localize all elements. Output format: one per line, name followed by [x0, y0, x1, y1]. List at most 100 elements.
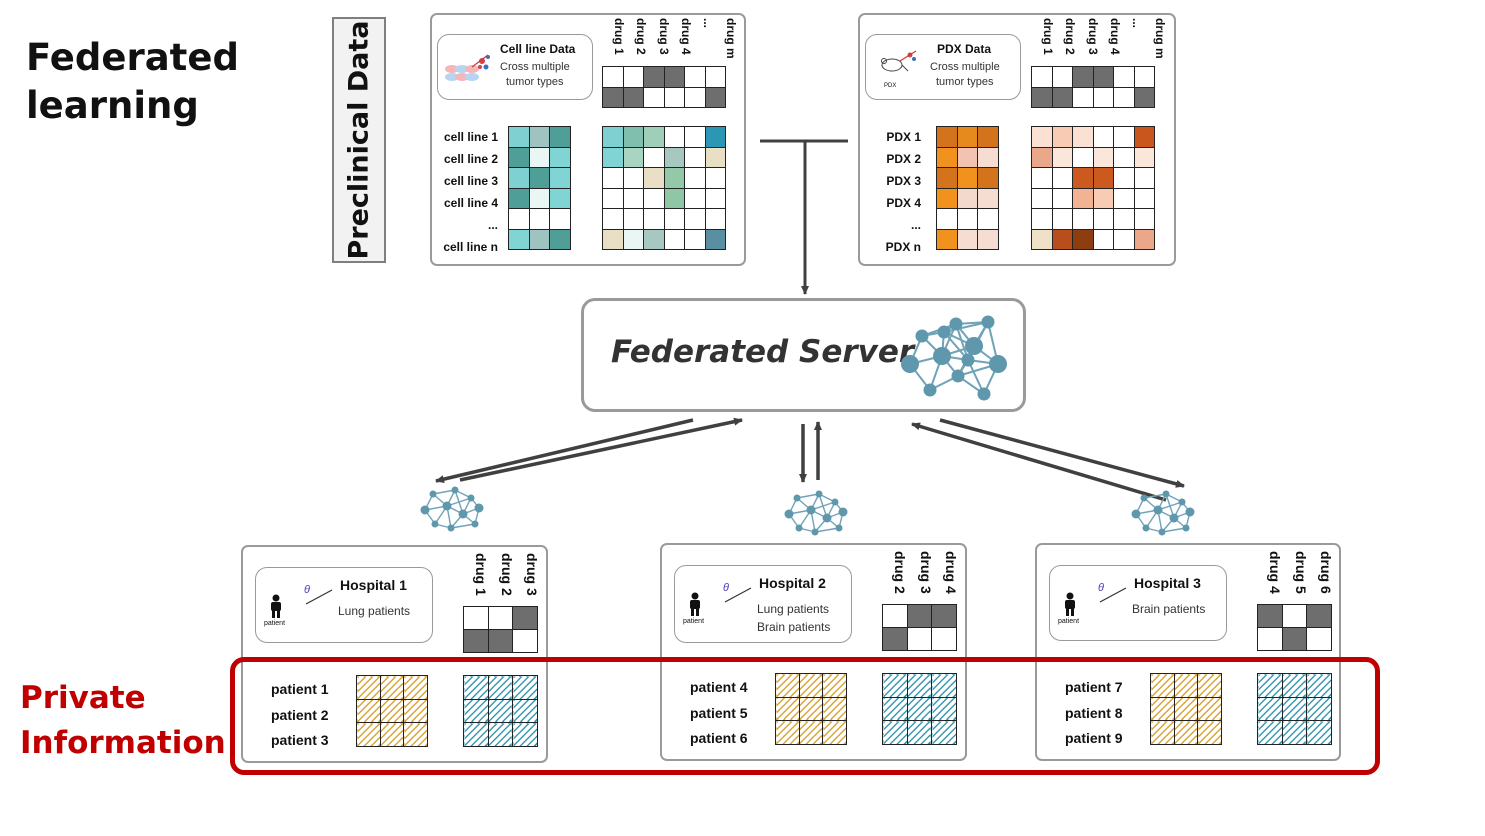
feature-cell — [508, 187, 530, 209]
feature-cell — [549, 126, 571, 148]
hatched-cell — [1150, 696, 1175, 721]
hatched-cell — [1150, 673, 1175, 698]
theta-symbol: θ — [304, 584, 310, 596]
hatched-cell — [1257, 673, 1283, 698]
preclinical-data-label-box: Preclinical Data — [332, 17, 386, 263]
patient-label: patient 4 — [690, 679, 748, 695]
mask-cell — [643, 86, 665, 108]
hatched-cell — [775, 673, 800, 698]
cell-line-subtitle-2: tumor types — [506, 76, 564, 88]
drug-label: drug 3 — [524, 553, 540, 596]
pdx-subtitle-1: Cross multiple — [930, 61, 1000, 73]
hatched-cell — [403, 698, 428, 723]
hatched-cell — [356, 722, 381, 747]
private-response-matrix — [463, 675, 538, 747]
model-parameter-icon — [724, 587, 752, 603]
response-cell — [1133, 228, 1155, 250]
patient-label: patient 1 — [271, 681, 329, 697]
mask-cell — [512, 606, 538, 630]
mask-cell — [906, 627, 932, 651]
mask-cell — [1133, 66, 1155, 88]
pdx-icon-label: PDX — [884, 83, 897, 89]
feature-cell — [936, 167, 958, 189]
neural-network-icon — [420, 486, 484, 532]
hatched-cell — [512, 698, 538, 723]
hatched-cell — [379, 722, 404, 747]
cell-line-drug-mask — [602, 66, 726, 108]
hatched-cell — [798, 720, 823, 745]
hospital-title: Hospital 2 — [759, 575, 826, 591]
hatched-cell — [1306, 696, 1332, 721]
hatched-cell — [822, 696, 847, 721]
response-cell — [704, 126, 726, 148]
model-parameter-icon — [1099, 587, 1127, 603]
response-cell — [1051, 228, 1073, 250]
neural-network-icon — [901, 315, 1007, 401]
feature-cell — [528, 146, 550, 168]
row-label: cell line 3 — [443, 174, 498, 188]
feature-cell — [977, 126, 999, 148]
feature-cell — [508, 167, 530, 189]
mask-cell — [602, 86, 624, 108]
mask-cell — [704, 86, 726, 108]
mask-cell — [487, 629, 513, 653]
hospital-subtitle: Lung patients — [338, 604, 411, 618]
response-cell — [704, 208, 726, 230]
pdx-subtitle-2: tumor types — [936, 76, 994, 88]
mask-cell — [906, 604, 932, 628]
response-cell — [1113, 187, 1135, 209]
hatched-cell — [1173, 720, 1198, 745]
drug-label: drug 2 — [892, 551, 908, 594]
feature-cell — [977, 187, 999, 209]
private-label-line-2: Information — [20, 725, 226, 761]
response-cell — [1051, 167, 1073, 189]
server-to-hospital3-arrow — [939, 418, 1185, 488]
response-cell — [663, 126, 685, 148]
response-cell — [1133, 146, 1155, 168]
drug-label: drug 4 — [943, 551, 959, 594]
hospital-subtitle: Brain patients — [1132, 602, 1206, 616]
drug-label: drug 2 — [498, 553, 515, 596]
mask-cell — [1051, 66, 1073, 88]
patient-icon — [271, 594, 281, 618]
hatched-cell — [906, 696, 932, 721]
mask-cell — [487, 606, 513, 630]
response-cell — [1072, 187, 1094, 209]
page-title: Federated learning — [26, 34, 239, 130]
row-label: PDX 1 — [886, 130, 921, 144]
hatched-cell — [512, 675, 538, 700]
hospital-drug-mask — [463, 606, 538, 653]
pdx-response-matrix — [1031, 126, 1155, 250]
row-label: PDX 4 — [886, 196, 921, 210]
hatched-cell — [775, 720, 800, 745]
hatched-cell — [1257, 720, 1283, 745]
cell-line-subtitle-1: Cross multiple — [500, 61, 570, 73]
row-label: cell line 1 — [443, 130, 498, 144]
mask-cell — [1031, 66, 1053, 88]
mask-cell — [882, 627, 908, 651]
cell-line-feature-matrix — [508, 126, 571, 250]
mask-cell — [882, 604, 908, 628]
response-cell — [602, 167, 624, 189]
hatched-cell — [487, 698, 513, 723]
patient-label: patient 7 — [1065, 679, 1123, 695]
mask-cell — [622, 86, 644, 108]
row-label: ... — [910, 218, 921, 232]
response-cell — [1031, 228, 1053, 250]
federated-server-label: Federated Server — [611, 334, 915, 370]
hatched-cell — [1173, 673, 1198, 698]
feature-cell — [528, 167, 550, 189]
hatched-cell — [463, 722, 489, 747]
response-cell — [1092, 228, 1114, 250]
mask-cell — [684, 66, 706, 88]
response-cell — [643, 146, 665, 168]
feature-cell — [936, 208, 958, 230]
row-label: PDX n — [885, 240, 921, 254]
feature-cell — [508, 228, 530, 250]
mask-cell — [1281, 627, 1307, 651]
hatched-cell — [931, 720, 957, 745]
mask-cell — [602, 66, 624, 88]
mask-cell — [512, 629, 538, 653]
